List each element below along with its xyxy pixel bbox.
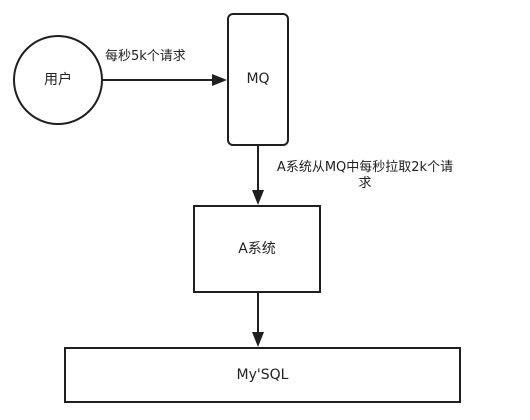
- arrowhead-down-icon: [252, 190, 264, 205]
- edge-label-user-to-mq: 每秒5k个请求: [105, 49, 186, 64]
- edge-mq-to-system-a: [252, 146, 264, 205]
- arrowhead-right-icon: [212, 74, 227, 86]
- user-node: 用户: [13, 35, 103, 125]
- mq-node: MQ: [227, 13, 289, 146]
- edge-label-mq-to-system-a: A系统从MQ中每秒拉取2k个请求: [276, 160, 454, 191]
- mysql-node: My'SQL: [64, 347, 461, 403]
- mysql-node-label: My'SQL: [236, 366, 289, 383]
- system-a-node-label: A系统: [238, 240, 276, 257]
- user-node-label: 用户: [44, 71, 72, 88]
- arrowhead-down-icon: [252, 332, 264, 347]
- mq-node-label: MQ: [246, 71, 270, 88]
- edge-system-a-to-mysql: [252, 293, 264, 347]
- edge-user-to-mq: [103, 74, 227, 86]
- system-a-node: A系统: [193, 205, 321, 293]
